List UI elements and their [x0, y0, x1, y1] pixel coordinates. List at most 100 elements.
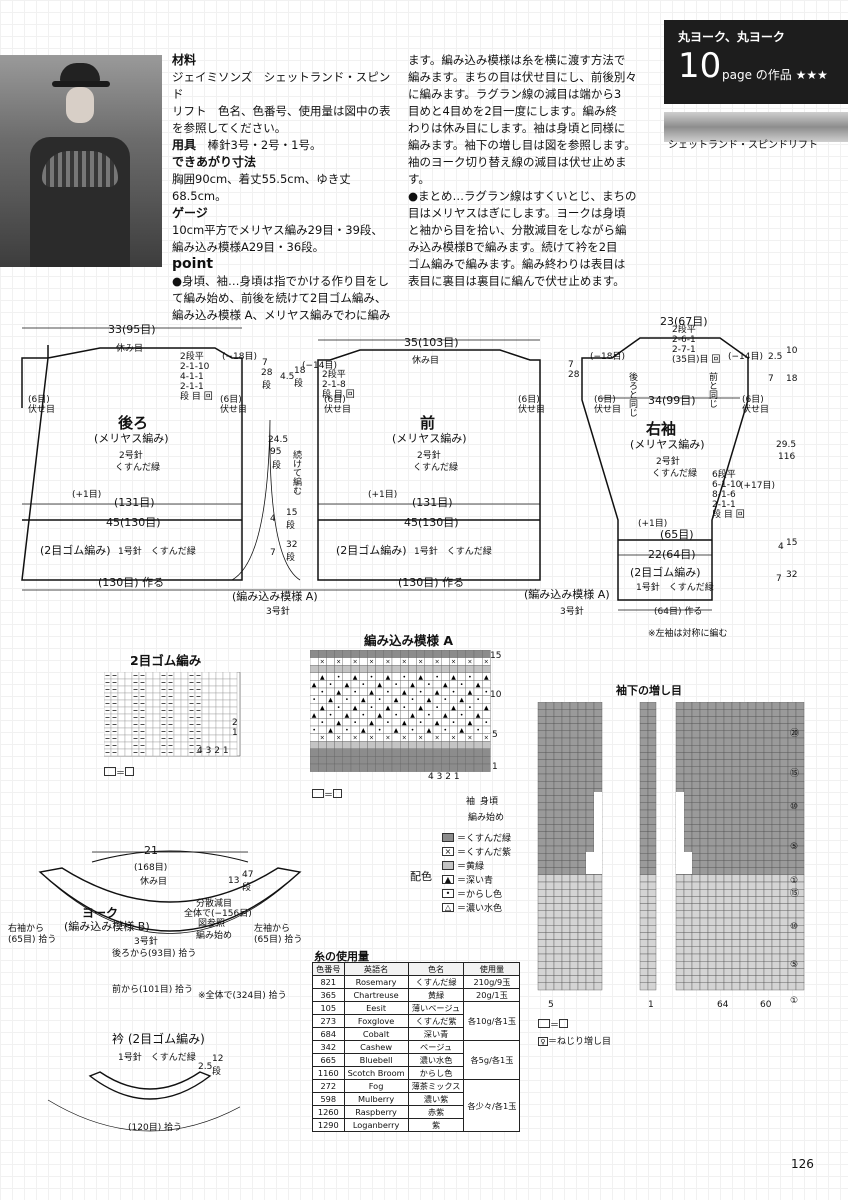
- inc-cell: [553, 874, 563, 883]
- dec-row: 2-7-1: [672, 345, 696, 355]
- inc-cell: [537, 773, 547, 782]
- inc-cell: [577, 968, 587, 976]
- pattern-cell: [457, 733, 467, 742]
- pattern-symbol: •: [370, 674, 374, 681]
- pattern-cell: [473, 657, 483, 666]
- inc-cell: [585, 730, 595, 739]
- collar-pick: (120目) 拾う: [128, 1123, 183, 1133]
- inc-cell: [569, 924, 579, 933]
- pattern-cell: [432, 650, 442, 658]
- pattern-cell: [375, 703, 384, 712]
- table-cell: 黄緑: [407, 988, 465, 1002]
- table-cell: Cashew: [343, 1040, 409, 1054]
- table-cell: Foxglove: [343, 1014, 409, 1028]
- inc-cell: [723, 968, 733, 976]
- inc-cell: [715, 831, 725, 840]
- inc-cell: [755, 780, 765, 789]
- pattern-symbol: •: [444, 697, 448, 704]
- pattern-cell: [440, 756, 450, 765]
- inc-cell: [731, 845, 741, 854]
- inc-cell: [593, 975, 603, 984]
- rib-chart-title: 2目ゴム編み: [130, 653, 202, 668]
- inc-cell: [771, 759, 781, 767]
- inc-cell: [639, 730, 649, 739]
- inc-cell: [787, 910, 797, 919]
- inc-cell: [553, 953, 563, 962]
- inc-cell: [537, 745, 547, 753]
- rib-row-1: 1: [232, 728, 238, 738]
- sleeve-title: 右袖: [646, 420, 677, 438]
- pattern-cell: [334, 710, 344, 719]
- inc-cell: [545, 766, 555, 775]
- rib-cell: [173, 713, 182, 722]
- inc-cell: [569, 888, 579, 897]
- pattern-cell: [367, 710, 376, 719]
- pattern-cell: [375, 718, 384, 727]
- inc-cell: [553, 773, 563, 782]
- pattern-cell: [432, 763, 442, 772]
- inc-cell: [561, 824, 571, 832]
- inc-cell: [577, 737, 587, 746]
- inc-cell: [577, 888, 587, 897]
- inc-cell: [569, 773, 579, 782]
- yoke-dan: 段: [242, 883, 252, 893]
- pattern-cell: [481, 680, 491, 689]
- pattern-cell: [391, 763, 401, 772]
- inc-cell: [691, 809, 701, 818]
- inc-cell: [675, 708, 685, 717]
- inc-cell: [683, 903, 693, 912]
- rib-cell: [124, 685, 133, 694]
- inc-cell: [699, 917, 709, 926]
- inc-cell: [771, 910, 781, 919]
- rib-cell: [229, 692, 238, 701]
- rib-cell: [180, 699, 189, 708]
- rib-cell: [201, 672, 210, 680]
- inc-cell: [577, 816, 587, 825]
- dec-row: 2-1-1: [180, 382, 204, 392]
- pattern-cell: [481, 710, 491, 719]
- rib-cell: [201, 720, 210, 729]
- inc-cell: [787, 716, 797, 724]
- pattern-cell: [440, 687, 450, 696]
- inc-cell: [577, 824, 587, 832]
- yoke-front-pick: 前から(101目) 拾う: [112, 985, 194, 995]
- point-line: 編み込み模様 A、メリヤス編みでわに編み: [172, 308, 391, 322]
- pattern-cell: [375, 740, 384, 749]
- table-cell: 665: [312, 1053, 345, 1067]
- pattern-cell: [383, 756, 393, 765]
- inc-cell: [755, 961, 765, 969]
- palette-item: △＝濃い水色: [442, 900, 511, 914]
- inc-cell: [787, 745, 797, 753]
- inc-cell: [545, 838, 555, 847]
- pattern-cell: [375, 763, 384, 772]
- inc-cell: [699, 802, 709, 811]
- inc-cell: [755, 708, 765, 717]
- inc-cell: [577, 852, 587, 861]
- inc-cell: [569, 716, 579, 724]
- pattern-cell: [350, 710, 360, 719]
- inc-cell: [545, 795, 555, 803]
- inc-cell: [691, 716, 701, 724]
- pattern-cell: [416, 748, 425, 757]
- pick-label: 右袖から: [8, 924, 45, 934]
- pattern-cell: [440, 672, 450, 681]
- inc-cell: [569, 737, 579, 746]
- inc-cell: [683, 946, 693, 955]
- rib-cell: [222, 734, 231, 743]
- inc-cell: [569, 982, 579, 991]
- rib-cell: [152, 734, 161, 743]
- pick-label: (65目) 拾う: [8, 935, 57, 945]
- table-header: 英語名: [343, 962, 409, 976]
- inc-cell: [707, 752, 717, 760]
- inc-cell: [691, 752, 701, 760]
- inc-cell: [755, 809, 765, 818]
- rib-cell: [124, 720, 133, 729]
- inc-cell: [771, 881, 781, 890]
- inc-cell: [691, 917, 701, 926]
- pattern-cell: [424, 657, 434, 666]
- inc-cell: [577, 924, 587, 933]
- back-rib-label: (2目ゴム編み): [40, 544, 111, 557]
- front-rib-label: (2目ゴム編み): [336, 544, 407, 557]
- inc-cell: [691, 730, 701, 739]
- inc-cell: [699, 982, 709, 991]
